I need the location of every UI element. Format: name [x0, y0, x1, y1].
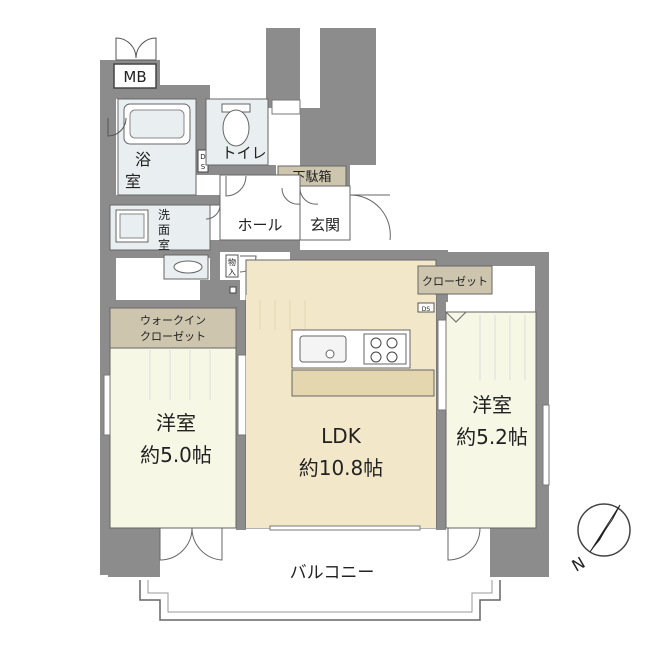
bedroom-west-size: 約5.0帖 — [140, 443, 212, 467]
kitchen-counter — [291, 329, 435, 397]
svg-text:面: 面 — [158, 223, 170, 237]
hall-label: ホール — [237, 216, 282, 234]
mb-label: MB — [123, 68, 146, 86]
bedroom-east: 洋室 約5.2帖 — [437, 311, 550, 561]
wic-label-1: ウォークイン — [140, 314, 206, 327]
balcony-label: バルコニー — [290, 563, 375, 583]
svg-text:S: S — [201, 163, 206, 171]
shoe-box-label: 下駄箱 — [292, 169, 331, 185]
entrance-label: 玄関 — [310, 216, 340, 234]
closet-east-label: クローゼット — [422, 275, 488, 288]
toilet: トイレ — [205, 98, 301, 166]
closet-east: クローゼット DS — [417, 265, 493, 313]
bedroom-west: 洋室 約5.0帖 — [103, 347, 247, 561]
walk-in-closet: ウォークイン クローゼット — [109, 307, 237, 349]
washroom: 洗 面 室 — [109, 204, 211, 280]
bath-label-2: 室 — [125, 172, 141, 191]
ds-right-label: DS — [422, 306, 431, 313]
ldk: LDK 約10.8帖 — [245, 259, 437, 531]
bathroom: 浴 室 — [107, 98, 197, 196]
balcony — [139, 580, 501, 621]
bedroom-west-name: 洋室 — [156, 411, 196, 435]
bath-label-1: 浴 — [135, 150, 151, 169]
svg-text:物: 物 — [228, 257, 236, 267]
wic-label-2: クローゼット — [140, 330, 206, 343]
bedroom-east-size: 約5.2帖 — [456, 425, 528, 449]
north-label: N — [569, 553, 589, 575]
entrance: 玄関 — [281, 185, 391, 241]
toilet-label: トイレ — [221, 144, 266, 162]
ldk-name: LDK — [321, 424, 362, 448]
svg-text:洗: 洗 — [158, 208, 170, 222]
svg-text:室: 室 — [158, 237, 170, 252]
ldk-size: 約10.8帖 — [299, 456, 384, 480]
svg-text:D: D — [200, 153, 205, 161]
meter-box: MB — [113, 37, 157, 89]
hall: ホール — [205, 174, 301, 241]
north-arrow: N — [569, 503, 631, 575]
bedroom-east-name: 洋室 — [472, 393, 512, 417]
svg-text:入: 入 — [228, 268, 236, 277]
